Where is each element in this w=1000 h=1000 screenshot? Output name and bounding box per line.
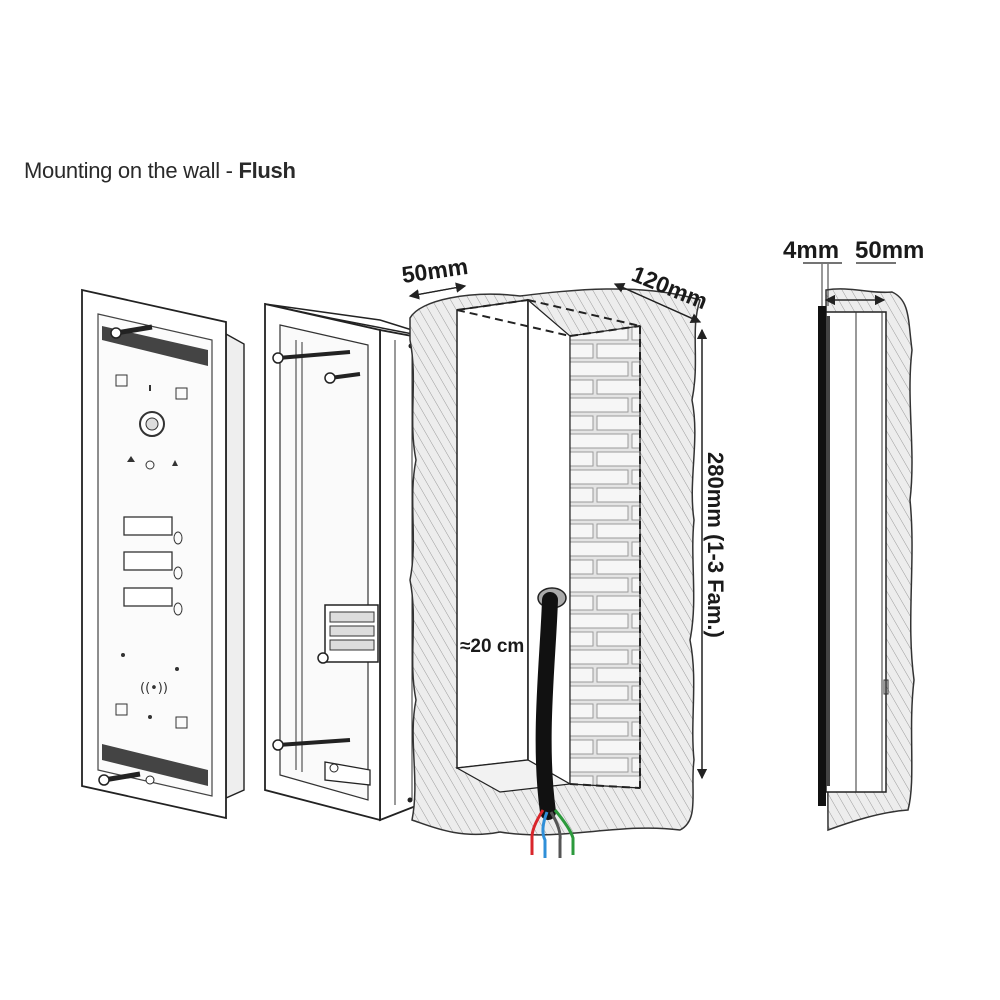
door-status-icon bbox=[172, 460, 178, 466]
profile-frame bbox=[818, 306, 826, 806]
front-panel: ((•)) bbox=[81, 288, 245, 820]
top-grille bbox=[102, 326, 208, 366]
screw-cover-icon bbox=[175, 387, 188, 400]
dim-profile-depth: 50mm bbox=[855, 237, 924, 264]
bell-button-3 bbox=[123, 587, 183, 616]
wire-4 bbox=[553, 809, 575, 855]
indicator-led-icon bbox=[149, 385, 151, 391]
speaker-icon bbox=[175, 667, 179, 671]
screw-cover-icon bbox=[175, 716, 188, 729]
screw-cover-icon bbox=[115, 374, 128, 387]
screw-cover-icon bbox=[115, 703, 128, 716]
panel-screws bbox=[98, 324, 155, 786]
wire-2 bbox=[541, 811, 549, 858]
cable bbox=[535, 587, 567, 820]
title-prefix: Mounting on the wall - bbox=[24, 158, 239, 183]
recess-left-wall bbox=[456, 299, 529, 769]
box-bottom-clamp bbox=[324, 761, 371, 786]
dim-profile-frame: 4mm bbox=[783, 237, 839, 264]
wire-1 bbox=[530, 809, 545, 855]
side-profile: 4mm 50mm bbox=[783, 237, 924, 832]
box-interior bbox=[279, 324, 369, 801]
rfid-icon: ((•)) bbox=[140, 681, 168, 696]
dim-cable-length: ≈20 cm bbox=[460, 636, 524, 657]
key-status-icon bbox=[127, 456, 135, 462]
bell-status-icon bbox=[145, 460, 155, 470]
recess-brick-back bbox=[569, 325, 641, 789]
terminal-block bbox=[317, 604, 379, 664]
box-screws bbox=[272, 350, 361, 751]
title-bold: Flush bbox=[238, 158, 296, 183]
microphone-icon bbox=[121, 653, 125, 657]
back-box bbox=[264, 302, 445, 822]
bell-button-2 bbox=[123, 551, 183, 580]
wall-recess bbox=[409, 288, 701, 858]
panel-side-edge bbox=[225, 332, 245, 800]
camera-lens-icon bbox=[145, 417, 159, 431]
wire-3 bbox=[549, 811, 562, 858]
diagram-title: Mounting on the wall - Flush bbox=[24, 158, 296, 184]
bell-button-1 bbox=[123, 516, 183, 545]
dim-height: 280mm (1-3 Fam.) bbox=[703, 452, 728, 638]
wires bbox=[530, 809, 575, 858]
sensor-icon bbox=[148, 715, 152, 719]
bottom-grille bbox=[102, 744, 208, 786]
dim-depth-front: 50mm bbox=[400, 253, 469, 288]
